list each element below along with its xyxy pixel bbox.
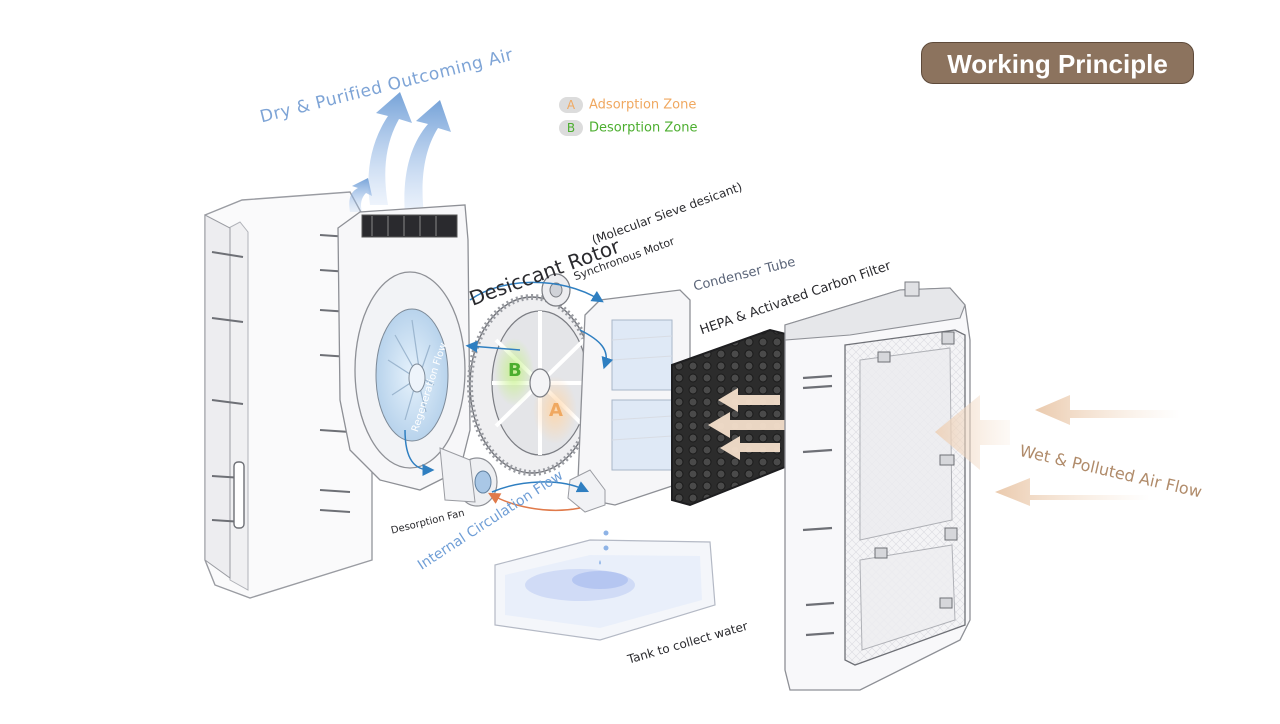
page-title: Working Principle	[921, 42, 1194, 84]
legend-b-label: Desorption Zone	[589, 120, 698, 136]
zone-a-marker: A	[549, 400, 563, 421]
front-housing	[204, 191, 373, 599]
fan-housing	[337, 204, 498, 507]
dry-air-arrows	[349, 92, 451, 215]
legend-desorption: B Desorption Zone	[559, 120, 697, 136]
desiccant-rotor	[467, 273, 597, 476]
flow-lines	[404, 281, 614, 512]
legend-a-label: Adsorption Zone	[589, 97, 697, 113]
zone-b-marker: B	[508, 360, 522, 381]
water-tank	[494, 530, 716, 641]
wet-air-arrows	[935, 395, 1180, 506]
legend-a-key: A	[559, 97, 583, 113]
legend-b-key: B	[559, 120, 583, 136]
filter-arrows	[708, 388, 790, 460]
condenser	[567, 289, 691, 513]
rear-housing	[784, 281, 971, 691]
legend-adsorption: A Adsorption Zone	[559, 97, 696, 113]
